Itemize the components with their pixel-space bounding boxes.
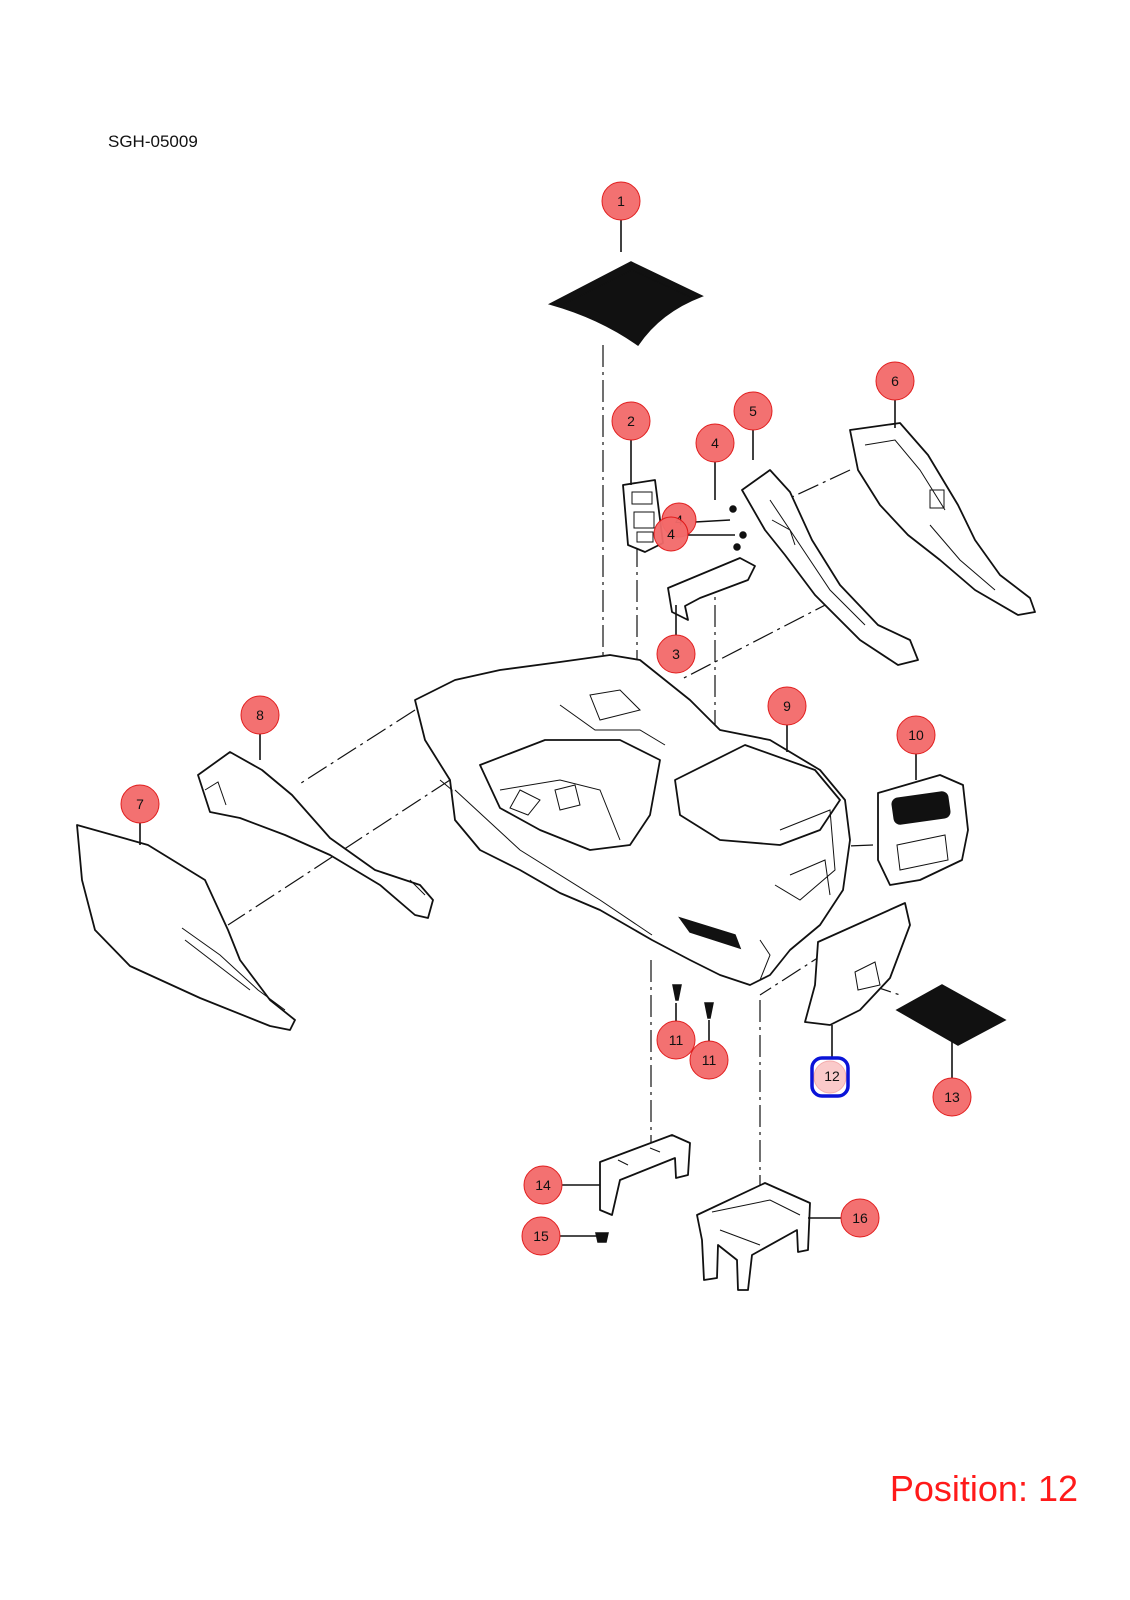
leader-lines xyxy=(139,220,953,1237)
callout-10[interactable]: 10 xyxy=(896,715,936,755)
part-3-pad xyxy=(667,557,756,621)
part-14-bracket xyxy=(599,1134,691,1216)
part-6-side-trim xyxy=(849,422,1036,616)
callout-12-selected[interactable]: 12 xyxy=(810,1056,850,1098)
callout-14-label: 14 xyxy=(535,1177,551,1193)
part-10-rear-vent xyxy=(877,774,969,886)
callout-3[interactable]: 3 xyxy=(656,634,696,674)
callout-15[interactable]: 15 xyxy=(521,1216,561,1256)
callout-8[interactable]: 8 xyxy=(240,695,280,735)
callout-15-label: 15 xyxy=(533,1228,549,1244)
callout-6[interactable]: 6 xyxy=(875,361,915,401)
callout-3-label: 3 xyxy=(672,646,680,662)
callout-2-label: 2 xyxy=(627,413,635,429)
callout-2[interactable]: 2 xyxy=(611,401,651,441)
callout-16-label: 16 xyxy=(852,1210,868,1226)
callout-7-label: 7 xyxy=(136,796,144,812)
callout-16[interactable]: 16 xyxy=(840,1198,880,1238)
part-1-mat xyxy=(547,261,704,347)
callout-7[interactable]: 7 xyxy=(120,784,160,824)
callout-4-label: 4 xyxy=(711,435,719,451)
callout-11-right[interactable]: 11 xyxy=(689,1040,729,1080)
callout-6-label: 6 xyxy=(891,373,899,389)
part-8-side-trim xyxy=(197,751,434,919)
callout-5[interactable]: 5 xyxy=(733,391,773,431)
callout-9[interactable]: 9 xyxy=(767,686,807,726)
callout-4-lower[interactable]: 4 xyxy=(653,516,689,552)
callout-5-label: 5 xyxy=(749,403,757,419)
callout-1[interactable]: 1 xyxy=(601,181,641,221)
callout-14[interactable]: 14 xyxy=(523,1165,563,1205)
position-readout: Position: 12 xyxy=(889,1468,1078,1509)
callout-13[interactable]: 13 xyxy=(932,1077,972,1117)
console-body xyxy=(414,654,851,986)
part-7-lower-panel xyxy=(76,824,296,1031)
callout-12-label: 12 xyxy=(824,1068,840,1084)
callout-4-label: 4 xyxy=(667,526,675,542)
part-13-mat xyxy=(895,984,1007,1046)
callout-11-left[interactable]: 11 xyxy=(656,1020,696,1060)
callout-4-top[interactable]: 4 xyxy=(695,423,735,463)
part-5-side-trim xyxy=(741,469,919,666)
callout-11-label: 11 xyxy=(669,1032,684,1048)
callout-13-label: 13 xyxy=(944,1089,960,1105)
callout-9-label: 9 xyxy=(783,698,791,714)
callout-1-label: 1 xyxy=(617,193,625,209)
part-16-support-bracket xyxy=(696,1182,811,1291)
callout-8-label: 8 xyxy=(256,707,264,723)
diagram-code: SGH-05009 xyxy=(108,132,198,151)
part-15-nut xyxy=(595,1232,609,1243)
part-12-end-cap xyxy=(804,902,911,1026)
part-11-screws xyxy=(672,984,714,1019)
part-4-screws xyxy=(729,505,747,551)
callout-10-label: 10 xyxy=(908,727,924,743)
part-2-bracket xyxy=(622,479,664,553)
callout-11-label: 11 xyxy=(702,1052,717,1068)
